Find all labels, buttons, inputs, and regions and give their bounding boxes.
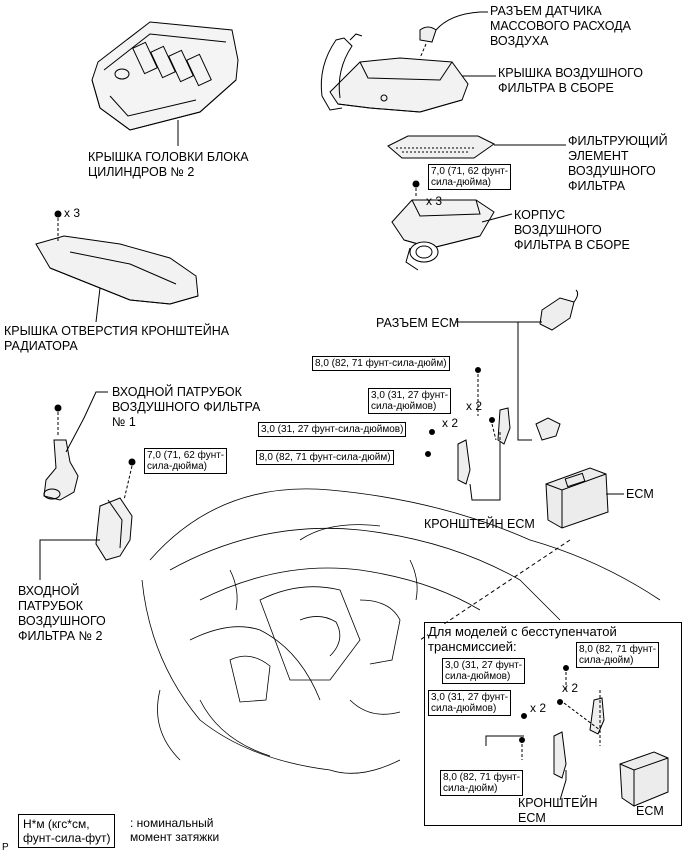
torque-ecm-long: 3,0 (31, 27 фунт-сила-дюймов) [258, 422, 407, 437]
ecm-illustration [545, 467, 609, 529]
legend-description: : номинальный момент затяжки [130, 816, 220, 844]
inset-qty-a: x 2 [562, 681, 579, 695]
inlet-1-illustration [43, 439, 79, 501]
cvt-inset-panel [424, 622, 682, 826]
engine-cover-illustration [91, 21, 239, 131]
label-ecm-bracket: КРОНШТЕЙН ECM [424, 517, 535, 531]
maf-connector-illustration [419, 11, 481, 43]
torque-ecm-top: 8,0 (82, 71 фунт-сила-дюйм) [312, 356, 450, 371]
label-inlet-1: ВХОДНОЙ ПАТРУБОК ВОЗДУШНОГО ФИЛЬТРА № 1 [112, 385, 261, 429]
label-filter-element: ФИЛЬТРУЮЩИЙ ЭЛЕМЕНТ ВОЗДУШНОГО ФИЛЬТРА [568, 134, 668, 193]
qty-ecm-bolts-a: x 2 [466, 399, 483, 413]
label-maf-connector: РАЗЪЕМ ДАТЧИКА МАССОВОГО РАСХОДА ВОЗДУХА [490, 4, 631, 48]
torque-air-cleaner-case: 7,0 (71, 62 фунт- сила-дюйма) [428, 164, 512, 190]
qty-case-bolts: x 3 [426, 194, 443, 208]
vehicle-engine-bay-illustration [141, 488, 661, 774]
label-radiator-cover: КРЫШКА ОТВЕРСТИЯ КРОНШТЕЙНА РАДИАТОРА [4, 324, 230, 353]
ecm-connector-illustration [535, 289, 579, 441]
inset-illustration [485, 665, 669, 807]
qty-ecm-bolts-b: x 2 [442, 416, 459, 430]
label-ecm: ECM [626, 487, 654, 501]
filter-element-illustration [387, 135, 495, 159]
label-inlet-2: ВХОДНОЙ ПАТРУБОК ВОЗДУШНОГО ФИЛЬТРА № 2 [18, 584, 106, 643]
corner-mark: P [2, 842, 9, 853]
label-air-cleaner-cap: КРЫШКА ВОЗДУШНОГО ФИЛЬТРА В СБОРЕ [498, 66, 643, 95]
inset-torque-c: 8,0 (82, 71 фунт- сила-дюйм) [440, 770, 524, 796]
legend-unit-box: Н*м (кгс*см, фунт-сила-фут) [18, 814, 116, 848]
label-engine-cover: КРЫШКА ГОЛОВКИ БЛОКА ЦИЛИНДРОВ № 2 [88, 150, 249, 179]
qty-radiator-clips: x 3 [64, 206, 81, 220]
inset-qty-b: x 2 [530, 701, 547, 715]
torque-ecm-mid: 3,0 (31, 27 фунт- сила-дюймов) [368, 388, 452, 414]
inset-torque-b: 3,0 (31, 27 фунт- сила-дюймов) [428, 690, 512, 716]
inset-label-ecm: ECM [636, 804, 664, 818]
torque-ecm-low: 8,0 (82, 71 фунт-сила-дюйм) [256, 450, 394, 465]
radiator-cover-illustration [35, 235, 199, 305]
label-ecm-connector: РАЗЪЕМ ECM [376, 316, 460, 330]
inset-torque-right: 8,0 (82, 71 фунт- сила-дюйм) [576, 642, 660, 668]
inset-label-ecm-bracket: КРОНШТЕЙН ECM [518, 796, 598, 825]
torque-inlet: 7,0 (71, 62 фунт- сила-дюйма) [144, 448, 228, 474]
label-air-cleaner-case: КОРПУС ВОЗДУШНОГО ФИЛЬТРА В СБОРЕ [514, 208, 630, 252]
inset-torque-a: 3,0 (31, 27 фунт- сила-дюймов) [442, 658, 526, 684]
ecm-bracket-illustration [457, 407, 511, 485]
air-cleaner-cap-illustration [320, 33, 469, 113]
inlet-2-illustration [95, 497, 133, 561]
air-cleaner-case-illustration [391, 199, 495, 271]
